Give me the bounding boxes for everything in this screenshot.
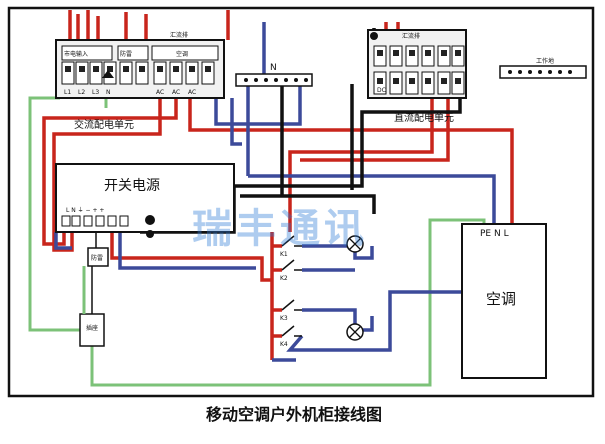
dc-unit-label: 直流配电单元 [394, 111, 454, 124]
ac-breaker-name-1: 市电输入 [64, 50, 88, 58]
terminal-dot-icon [146, 230, 154, 238]
ac-breaker-name-2: 防雷 [120, 50, 132, 58]
psu-terminals-label: L N ⏚ − + + [66, 207, 104, 214]
svg-text:防雷: 防雷 [91, 254, 103, 262]
watermark-text: 瑞丰通讯 [192, 206, 368, 252]
cabinet-frame [7, 6, 595, 398]
blue-wires [54, 22, 510, 362]
ac-slot-label-2: L2 [78, 89, 85, 96]
ac-unit-label: 交流配电单元 [74, 118, 134, 131]
relay-tag-1: K1 [280, 251, 288, 258]
dc-terminal-icon [370, 32, 378, 40]
ac-distribution-unit: 汇流排 市电输入 防雷 空调 L1 L2 L3 N AC AC AC [55, 31, 225, 99]
terminal-dot-icon [145, 215, 155, 225]
psu-label: 开关电源 [104, 178, 160, 194]
neutral-bar: N [235, 63, 313, 87]
relay-switches [281, 235, 302, 337]
ac-slot-label-5: AC [156, 89, 164, 96]
lamp-icon [346, 323, 364, 341]
dc-distribution-unit: 汇流排 DC [367, 29, 467, 99]
ac-slot-label-1: L1 [64, 89, 71, 96]
svg-text:插座: 插座 [86, 324, 98, 332]
relay-tag-3: K3 [280, 315, 288, 322]
ground-symbol-icon [102, 70, 114, 78]
ac-slot-label-7: AC [188, 89, 196, 96]
relay-tag-4: K4 [280, 341, 288, 348]
n-bar-label: N [270, 63, 277, 73]
dc-busbar-label: 汇流排 [402, 32, 420, 40]
socket-box: 插座 [79, 313, 105, 347]
ac-slot-label-3: L3 [92, 89, 99, 96]
ac-terminals-label: PE N L [480, 229, 509, 239]
lamp-icon [346, 235, 364, 253]
diagram-caption: 移动空调户外机柜接线图 [206, 405, 382, 424]
air-conditioner-unit: PE N L 空调 [461, 223, 547, 379]
relay-tag-2: K2 [280, 275, 288, 282]
ac-breaker-top-label: 汇流排 [170, 31, 188, 39]
dc-breaker-tag: DC [377, 87, 386, 94]
aircon-label: 空调 [486, 290, 516, 308]
switching-power-supply: 开关电源 L N ⏚ − + + [55, 163, 235, 233]
ground-bar: 工作地 [499, 57, 587, 79]
ac-breaker-name-3: 空调 [176, 50, 188, 58]
ac-slot-label-4: N [106, 89, 111, 96]
protector-box: 防雷 [87, 247, 109, 267]
ac-slot-label-6: AC [172, 89, 180, 96]
ground-bar-label: 工作地 [536, 57, 554, 65]
